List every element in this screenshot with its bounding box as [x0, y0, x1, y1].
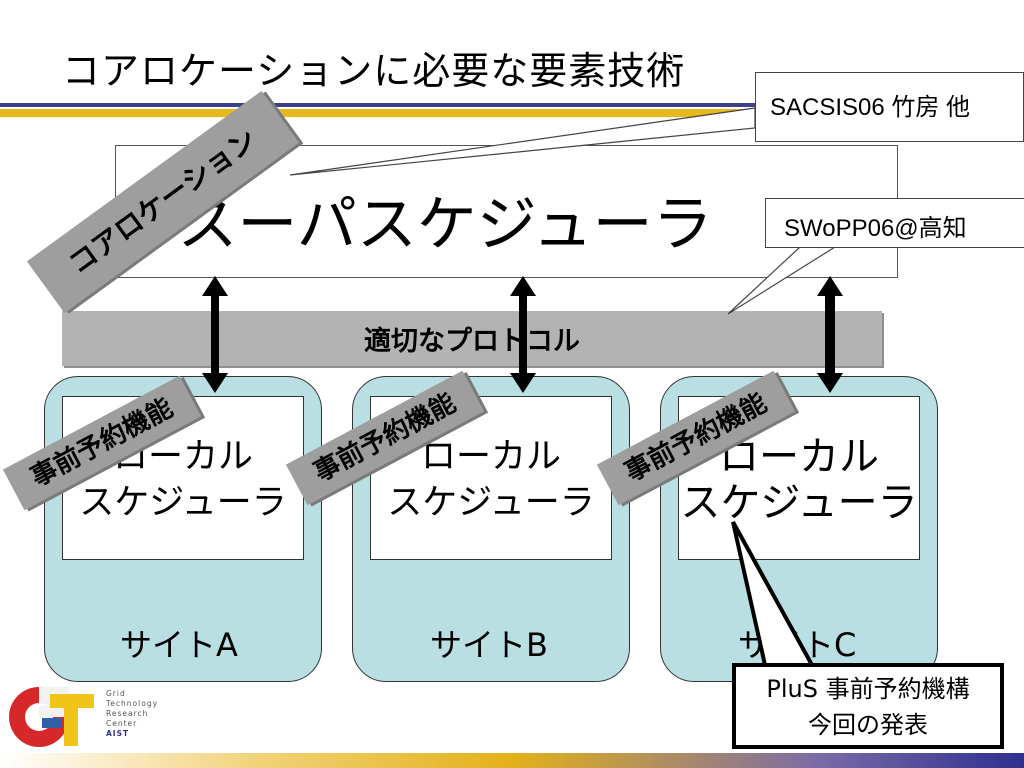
local-scheduler-b-line1: ローカル [420, 437, 561, 477]
footer-stripe [0, 753, 1024, 768]
local-scheduler-c-line1: ローカル [719, 434, 879, 480]
site-b-label: サイトB [430, 626, 548, 664]
plus-callout-line2: 今回の発表 [808, 711, 928, 739]
plus-callout: PluS 事前予約機構 今回の発表 [732, 663, 1004, 749]
gtrc-logo-icon [9, 687, 94, 747]
swopp-callout: SWoPP06@高知 [765, 198, 1024, 248]
local-scheduler-b-line2: スケジューラ [387, 483, 595, 523]
logo-line-2: Technology [106, 699, 159, 708]
local-scheduler-c-line2: スケジューラ [680, 480, 918, 526]
logo-line-3: Research [106, 709, 149, 718]
protocol-label: 適切なプロトコル [364, 326, 580, 357]
site-c-label: サイトC [738, 626, 857, 664]
logo-line-4: Center [106, 719, 138, 728]
local-scheduler-c-label: ローカル スケジューラ [678, 434, 920, 526]
site-a-label: サイトA [120, 626, 238, 664]
local-scheduler-a-label: ローカル スケジューラ [62, 434, 304, 526]
logo-line-1: Grid [106, 689, 126, 698]
protocol-bar [62, 311, 882, 366]
logo-line-5: AIST [106, 729, 130, 738]
local-scheduler-a-line2: スケジューラ [79, 483, 287, 523]
slide-title: コアロケーションに必要な要素技術 [62, 49, 686, 93]
gtrc-logo-text: Grid Technology Research Center AIST [106, 689, 158, 739]
super-scheduler-label: スーパスケジューラ [177, 190, 713, 260]
plus-callout-line1: PluS 事前予約機構 [766, 675, 970, 703]
local-scheduler-b-label: ローカル スケジューラ [370, 434, 612, 526]
sacsis-callout: SACSIS06 竹房 他 [755, 72, 1024, 142]
